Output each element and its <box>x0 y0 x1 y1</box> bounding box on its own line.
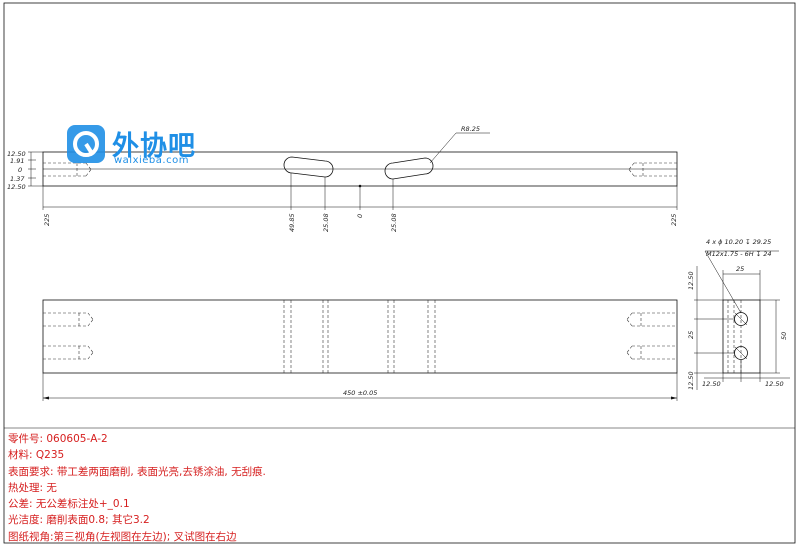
top-view: R8.25 12.50 1.91 0 1.37 12.50 225 49.85 … <box>7 125 678 232</box>
note-tolerance: 公差: 无公差标注处+_0.1 <box>8 498 130 511</box>
top-bottom-dim-5: 225 <box>670 214 678 226</box>
top-left-dim-4: 12.50 <box>7 183 26 191</box>
logo-mark-icon <box>67 125 105 163</box>
front-view-bar <box>42 299 678 374</box>
side-left-mid: 25 <box>687 331 695 339</box>
watermark-url: waixieba.com <box>114 155 189 166</box>
top-left-dim-2: 0 <box>18 166 22 174</box>
side-view-body <box>722 299 761 374</box>
top-left-dim-1: 1.91 <box>10 157 24 165</box>
top-bottom-dim-4: 25.08 <box>390 213 398 232</box>
top-bottom-dim-3: 0 <box>356 214 364 218</box>
note-part-number: 零件号: 060605-A-2 <box>8 433 108 445</box>
note-projection: 图纸视角:第三视角(左视图在左边); 叉试图在右边 <box>8 530 237 543</box>
side-left-bottom: 12.50 <box>687 371 695 390</box>
note-heat-treatment: 热处理: 无 <box>8 481 57 494</box>
right-slot <box>384 157 434 180</box>
hole-note-line2: M12x1.75 - 6H ↧ 24 <box>706 250 772 258</box>
watermark-logo: 外协吧 waixieba.com <box>66 124 216 168</box>
side-bottom-left: 12.50 <box>702 380 721 388</box>
front-right-threads <box>626 312 677 360</box>
note-material: 材料: Q235 <box>8 449 65 462</box>
side-width-top: 25 <box>736 265 744 273</box>
top-left-dim-3: 1.37 <box>10 175 25 183</box>
overall-length-label: 450 ±0.05 <box>343 389 377 397</box>
hole-note-line1: 4 x ϕ 10.20 ↧ 29.25 <box>706 238 771 246</box>
left-slot <box>283 156 334 178</box>
note-finish: 光洁度: 磨削表面0.8; 其它3.2 <box>8 514 150 527</box>
top-bottom-dim-1: 49.85 <box>288 213 296 232</box>
front-left-threads <box>43 312 94 360</box>
front-slot-hidden-lines <box>283 300 436 373</box>
side-view: 4 x ϕ 10.20 ↧ 29.25 M12x1.75 - 6H ↧ 24 2… <box>687 238 790 390</box>
top-left-dim-0: 12.50 <box>7 150 26 158</box>
drawing-border <box>3 2 796 544</box>
side-bottom-right: 12.50 <box>765 380 784 388</box>
note-surface: 表面要求: 带工差两面磨削, 表面光亮,去锈涂油, 无刮痕. <box>8 465 266 478</box>
slot-radius-label: R8.25 <box>461 125 480 133</box>
side-left-top: 12.50 <box>687 271 695 290</box>
watermark-name: 外协吧 <box>112 131 196 162</box>
top-bottom-dim-0: 225 <box>43 214 51 226</box>
technical-notes: 零件号: 060605-A-2 材料: Q235 表面要求: 带工差两面磨削, … <box>8 431 568 545</box>
top-view-right-thread <box>628 162 677 177</box>
side-height-right: 50 <box>780 332 788 340</box>
top-bottom-dim-2: 25.08 <box>322 213 330 232</box>
front-view: 450 ±0.05 <box>42 299 678 401</box>
